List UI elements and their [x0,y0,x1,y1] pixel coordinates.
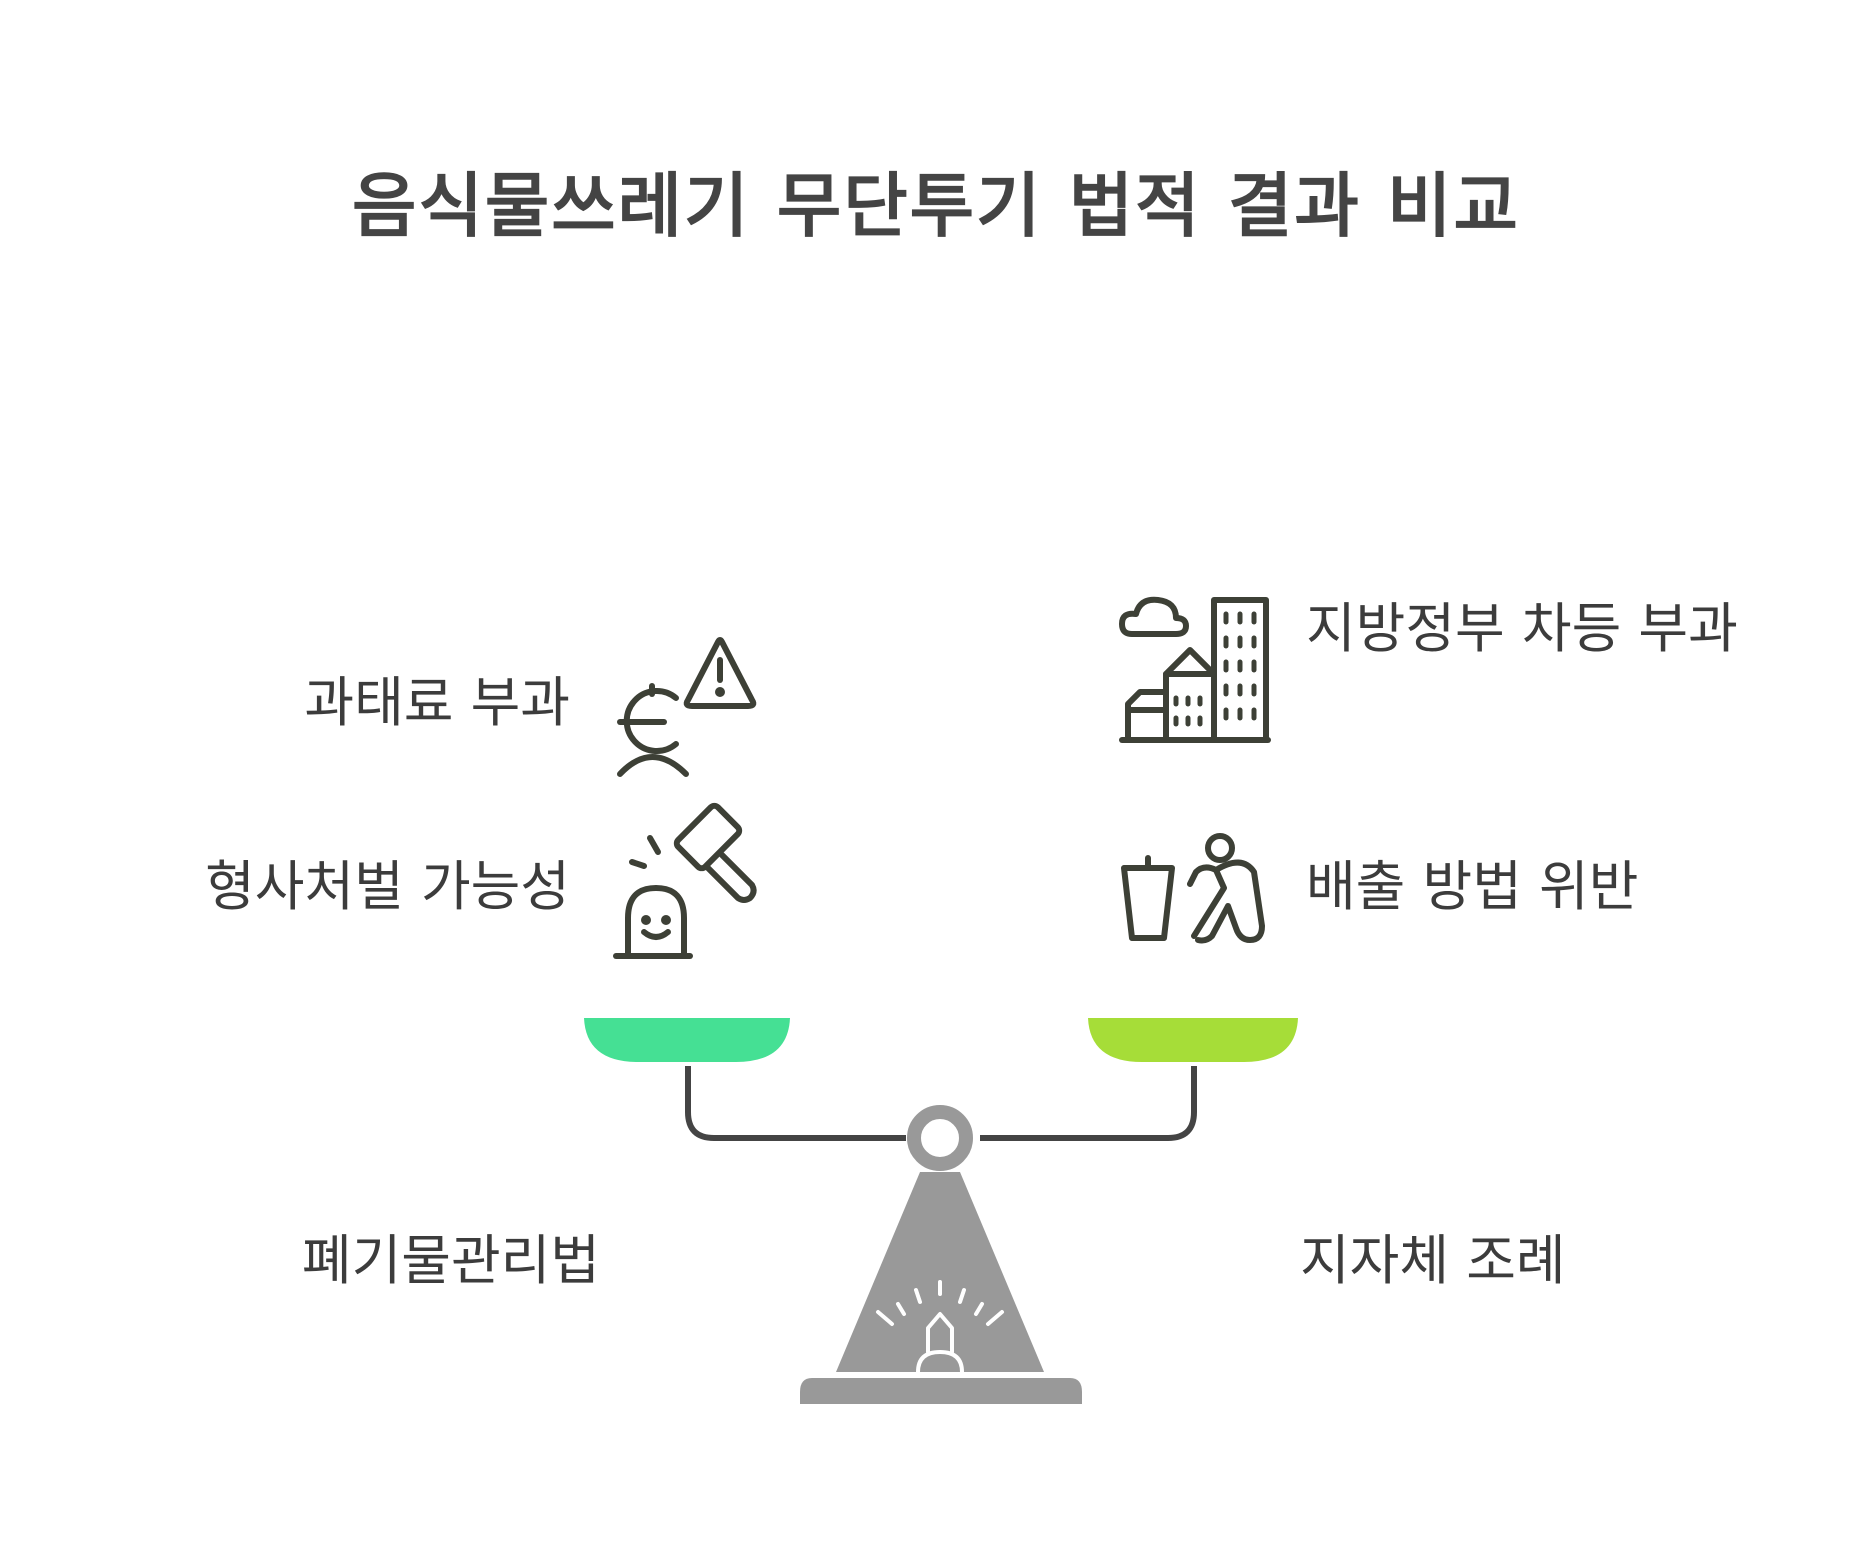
siren-icon [876,1280,1004,1374]
left-item-criminal-label: 형사처벌 가능성 [205,855,570,918]
left-pan [584,1018,790,1062]
right-category-label: 지자체 조례 [1300,1229,1566,1292]
left-arm [685,1066,906,1141]
right-item-violation-label: 배출 방법 위반 [1306,855,1639,918]
pivot-circle [907,1105,973,1171]
right-pan [1088,1018,1298,1062]
stand-base [800,1378,1082,1404]
stand-triangle [836,1172,1044,1372]
city-buildings-icon [1119,596,1271,743]
gavel-judge-icon [613,802,757,959]
fine-warning-icon [617,637,757,777]
left-category-label: 폐기물관리법 [301,1229,600,1292]
page-title: 음식물쓰레기 무단투기 법적 결과 비교 [352,165,1520,247]
left-item-fine-label: 과태료 부과 [304,671,570,734]
right-arm [980,1066,1197,1141]
right-item-local-gov-label: 지방정부 차등 부과 [1306,597,1738,660]
trash-disposal-icon [1121,833,1265,944]
